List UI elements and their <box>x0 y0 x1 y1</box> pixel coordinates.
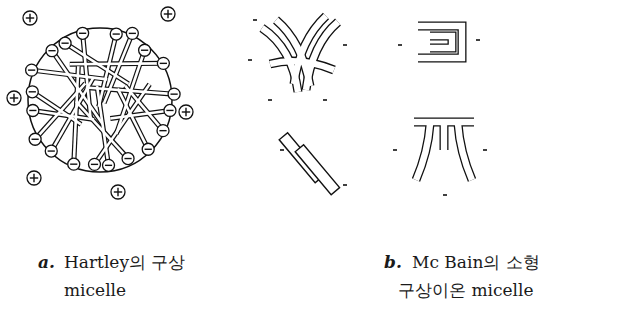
tail-fill <box>83 33 91 118</box>
tail-outline <box>110 110 170 118</box>
ion-charge-mark <box>253 19 257 21</box>
counter-ion <box>7 91 21 105</box>
ion-charge-mark <box>393 149 397 151</box>
tail-fill <box>104 33 132 103</box>
figure-caption: Hartley의 구상 micelle <box>64 248 192 304</box>
hartley-micelle <box>7 7 193 199</box>
anion-head <box>89 158 101 170</box>
anion-head <box>126 27 138 39</box>
tail-fill <box>110 110 170 118</box>
ion-charge-mark <box>268 99 272 101</box>
hydrocarbon-tails <box>32 33 174 165</box>
tail-band-fill <box>458 124 472 180</box>
tail-fill <box>76 101 128 158</box>
ion-charge-mark <box>323 99 327 101</box>
tail-rod <box>295 145 339 195</box>
anion-head <box>157 57 169 69</box>
counter-ion <box>161 7 175 21</box>
counter-ion <box>27 171 41 185</box>
anion-head <box>26 64 38 76</box>
tail-band-fill <box>441 124 447 150</box>
anion-head <box>142 143 154 155</box>
anion-head <box>59 37 71 49</box>
anion-head <box>46 45 58 57</box>
caption-slot: Hartley의 구상 micelle <box>64 248 192 304</box>
ion-charge-mark <box>280 149 284 151</box>
tail-fill <box>70 62 164 65</box>
tail-band-outline <box>430 36 452 48</box>
ion-charge-mark <box>398 44 402 46</box>
tail-band-fill <box>430 36 452 48</box>
anion-head <box>27 104 39 116</box>
figure-caption: Mc Bain의 소형 구상이온 micelle <box>398 248 548 304</box>
micelle-boundary <box>28 28 172 172</box>
anion-head <box>122 153 134 165</box>
anion-head <box>139 44 151 56</box>
anion-head <box>77 27 89 39</box>
tail-fill <box>86 87 174 94</box>
ion-charge-mark <box>343 44 347 46</box>
tail-band-outline <box>458 124 472 180</box>
anion-head <box>45 145 57 157</box>
figure-letter: a. <box>38 248 64 276</box>
ion-charge-mark <box>483 149 487 151</box>
tail-fill <box>32 92 81 125</box>
counter-ion <box>23 11 37 25</box>
anion-head <box>68 158 80 170</box>
tail-fill <box>95 84 150 164</box>
anion-head <box>29 133 41 145</box>
tail-band-outline <box>416 124 430 180</box>
tail-outline <box>70 61 164 67</box>
anion-head <box>157 125 169 137</box>
counter-ion <box>111 185 125 199</box>
tail-band-fill <box>418 26 462 58</box>
caption-slot: Mc Bain의 소형 구상이온 micelle <box>398 248 548 304</box>
tail-band-fill <box>416 124 430 180</box>
tail-band-fill <box>294 16 326 84</box>
anion-head <box>26 86 38 98</box>
anion-head <box>164 104 176 116</box>
figure-letter: b. <box>384 248 410 276</box>
ion-charge-mark <box>443 194 447 196</box>
caption-slot: b. <box>384 248 410 276</box>
anion-head <box>110 28 122 40</box>
tail-band-outline <box>440 124 449 150</box>
tail-band-fill <box>270 61 334 70</box>
counter-ion <box>179 105 193 119</box>
anion-head <box>168 88 180 100</box>
anion-head <box>103 159 115 171</box>
tail-band-outline <box>418 26 462 58</box>
ion-charge-mark <box>343 184 347 186</box>
mcbain-micelles <box>248 16 487 195</box>
ion-charge-mark <box>476 39 480 41</box>
ion-charge-mark <box>248 59 252 61</box>
caption-slot: a. <box>38 248 64 276</box>
